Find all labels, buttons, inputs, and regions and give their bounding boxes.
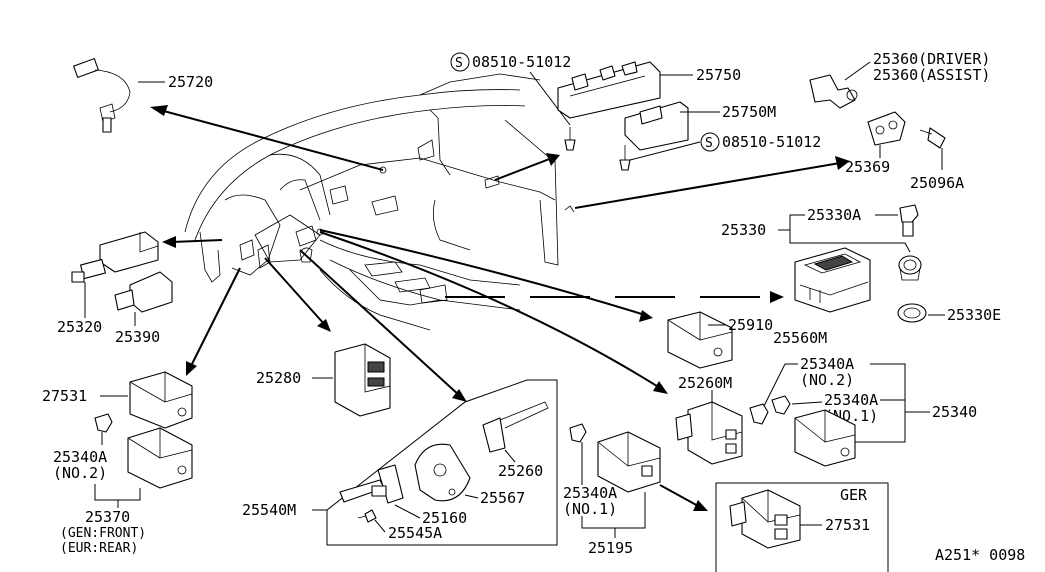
label-25567: 25567: [480, 489, 525, 507]
bolt-mid-group: S 08510-51012: [619, 132, 821, 171]
label-25540m: 25540M: [242, 501, 296, 519]
screw-symbol-icon: [450, 52, 470, 72]
screw-symbol-icon: [700, 132, 720, 152]
part-27531-switch-left: 27531: [42, 371, 193, 429]
label-25340a-bottom: 25340A: [563, 484, 617, 502]
label-08510-mid: 08510-51012: [722, 133, 821, 151]
label-25750m: 25750M: [722, 103, 776, 121]
label-25340: 25340: [932, 403, 977, 421]
label-25280: 25280: [256, 369, 301, 387]
label-25910: 25910: [728, 316, 773, 334]
part-25096a-screw: 25096A: [910, 127, 964, 192]
part-25330-group: 25330 25330A 25330E: [721, 204, 1001, 324]
label-25360-assist: 25360(ASSIST): [873, 66, 990, 84]
label-27531-left: 27531: [42, 387, 87, 405]
reference-code: A251* 0098: [935, 546, 1025, 564]
label-25330e: 25330E: [947, 306, 1001, 324]
svg-text:S: S: [455, 56, 463, 71]
part-25280-switch: 25280: [256, 343, 391, 417]
part-25390-switch: 25390: [114, 271, 173, 346]
label-25370: 25370: [85, 508, 130, 526]
part-25370-switch: 25370 (GEN:FRONT) (EUR:REAR): [60, 427, 193, 556]
part-25320-switch: 25320: [57, 231, 159, 336]
part-25910-switch: 25910: [667, 311, 773, 369]
part-25195-switch: 25340A (NO.1) 25195: [563, 423, 661, 557]
label-25260m: 25260M: [678, 374, 732, 392]
label-25390: 25390: [115, 328, 160, 346]
label-eur-rear: (EUR:REAR): [60, 541, 138, 556]
part-25369-bracket: 25369: [845, 111, 906, 176]
label-25330: 25330: [721, 221, 766, 239]
label-25340a-left: 25340A: [53, 448, 107, 466]
combination-switch-box: 25540M 25260 25567 25160 25545A: [242, 379, 558, 546]
part-25360-door-switch: 25360(DRIVER) 25360(ASSIST): [809, 50, 990, 109]
label-ger: GER: [840, 486, 868, 504]
label-gen-front: (GEN:FRONT): [60, 526, 146, 541]
part-25260m-switch: 25260M: [675, 374, 743, 465]
label-25360-driver: 25360(DRIVER): [873, 50, 990, 68]
part-25560m-switch-panel: 25560M: [773, 247, 871, 347]
label-25545a: 25545A: [388, 524, 442, 542]
label-25750: 25750: [696, 66, 741, 84]
dashboard-assembly: [184, 73, 575, 331]
label-25195: 25195: [588, 539, 633, 557]
label-25160: 25160: [422, 509, 467, 527]
label-25340a-no2-right: 25340A: [800, 355, 854, 373]
ger-variant-box: GER 27531: [715, 482, 889, 572]
part-25340-group: 25340A (NO.2) 25340 25340A (NO.1): [749, 355, 977, 467]
label-08510-top: 08510-51012: [472, 53, 571, 71]
label-no2-left: (NO.2): [53, 464, 107, 482]
part-25750m-power-window-switch: 25750M: [624, 101, 776, 151]
label-25720: 25720: [168, 73, 213, 91]
part-25750-power-window-switch: 25750: [557, 61, 741, 119]
callout-arrows: [150, 105, 850, 511]
label-25330a: 25330A: [807, 206, 861, 224]
label-no2-right: (NO.2): [800, 371, 854, 389]
label-25260: 25260: [498, 462, 543, 480]
label-25340a-no1-right: 25340A: [824, 391, 878, 409]
label-25096a: 25096A: [910, 174, 964, 192]
svg-text:S: S: [705, 136, 713, 151]
bolt-top-group: S 08510-51012: [450, 52, 576, 151]
label-no1-bottom: (NO.1): [563, 500, 617, 518]
label-25369: 25369: [845, 158, 890, 176]
part-25340a-clip-left: 25340A (NO.2): [53, 413, 113, 482]
label-25320: 25320: [57, 318, 102, 336]
part-25720-harness: 25720: [73, 58, 213, 133]
label-25560m: 25560M: [773, 329, 827, 347]
label-27531-ger: 27531: [825, 516, 870, 534]
